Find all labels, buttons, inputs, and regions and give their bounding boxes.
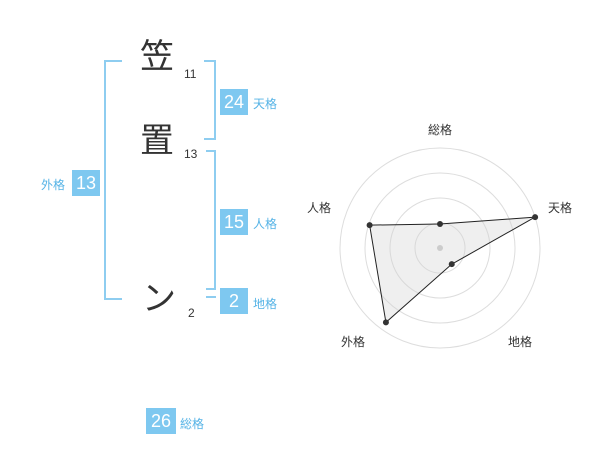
axis-label-jinkaku: 人格 [307, 200, 331, 215]
jinkaku-badge: 15 [220, 209, 248, 235]
radar-rings [339, 147, 541, 349]
jinkaku-label: 人格 [253, 217, 278, 231]
soukaku-badge: 26 [146, 408, 176, 434]
chikaku-badge: 2 [220, 288, 248, 314]
tenkaku-badge: 24 [220, 89, 248, 115]
radar-ring-2 [389, 197, 491, 299]
axis-label-soukaku: 総格 [428, 122, 452, 137]
radar-ring-3 [364, 172, 516, 324]
radar-center-dot [437, 245, 443, 251]
radar-points [366, 214, 539, 326]
stroke-count-1: 11 [184, 67, 197, 81]
radar-point-5 [366, 222, 373, 229]
name-char-3: ン [142, 279, 176, 319]
radar-point-1 [437, 221, 443, 227]
chikaku-label: 地格 [253, 297, 278, 311]
gaikaku-badge: 13 [72, 170, 100, 196]
radar-point-2 [532, 214, 539, 221]
name-char-1: 笠 [140, 37, 174, 77]
radar-chart: 総格 天格 地格 外格 人格 [307, 122, 572, 349]
name-char-2: 置 [140, 121, 174, 161]
jinkaku-bracket [206, 150, 216, 290]
gaikaku-bracket [104, 60, 122, 300]
stroke-count-2: 13 [184, 147, 198, 161]
radar-point-3 [448, 261, 455, 268]
stroke-count-3: 2 [188, 306, 195, 320]
tenkaku-bracket [204, 60, 216, 140]
radar-area [369, 216, 536, 324]
radar-ring-4 [339, 147, 541, 349]
chikaku-bracket [206, 296, 216, 298]
soukaku-label: 総格 [180, 417, 205, 431]
axis-label-chikaku: 地格 [508, 334, 532, 349]
axis-label-tenkaku: 天格 [548, 200, 572, 215]
axis-label-gaikaku: 外格 [341, 334, 365, 349]
radar-point-4 [382, 319, 389, 326]
gaikaku-label: 外格 [41, 178, 66, 192]
tenkaku-label: 天格 [253, 97, 278, 111]
